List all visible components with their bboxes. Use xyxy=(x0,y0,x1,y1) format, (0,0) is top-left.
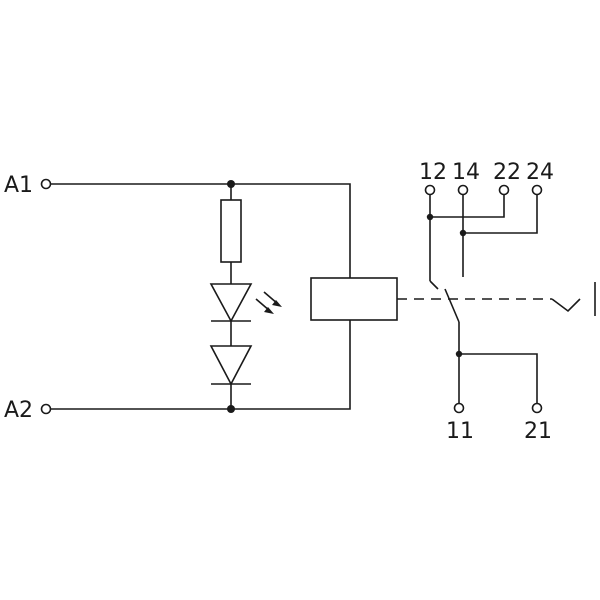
terminal-label-22: 22 xyxy=(493,160,521,185)
wire-terminal-21 xyxy=(459,353,538,403)
wire-terminal-24 xyxy=(463,195,538,234)
terminal-label-a1: A1 xyxy=(4,173,33,198)
terminal-11 xyxy=(453,402,465,414)
junction-11-21 xyxy=(455,350,463,358)
junction-14-24 xyxy=(459,229,467,237)
terminal-label-24: 24 xyxy=(526,160,554,185)
terminal-12 xyxy=(424,184,436,196)
terminal-22 xyxy=(498,184,510,196)
terminal-a2 xyxy=(40,403,52,415)
terminal-label-11: 11 xyxy=(446,419,474,444)
relay-coil xyxy=(310,277,398,321)
terminal-label-14: 14 xyxy=(452,160,480,185)
terminal-21 xyxy=(531,402,543,414)
terminal-label-21: 21 xyxy=(524,419,552,444)
changeover-contact-blade xyxy=(444,288,460,323)
resistor xyxy=(220,199,242,263)
wire-a1 xyxy=(51,183,351,278)
terminal-24 xyxy=(531,184,543,196)
junction-12-22 xyxy=(426,213,434,221)
wire-a2 xyxy=(51,320,351,410)
terminal-label-12: 12 xyxy=(419,160,447,185)
led-diode xyxy=(209,283,253,323)
spring-return-icon xyxy=(551,298,581,313)
terminal-14 xyxy=(457,184,469,196)
nc-contact-seat xyxy=(429,280,439,290)
wire-terminal-22 xyxy=(430,195,505,218)
terminal-label-a2: A2 xyxy=(4,398,33,423)
protection-diode xyxy=(209,345,253,386)
terminal-a1 xyxy=(40,178,52,190)
light-emission-arrows-icon xyxy=(255,291,282,314)
